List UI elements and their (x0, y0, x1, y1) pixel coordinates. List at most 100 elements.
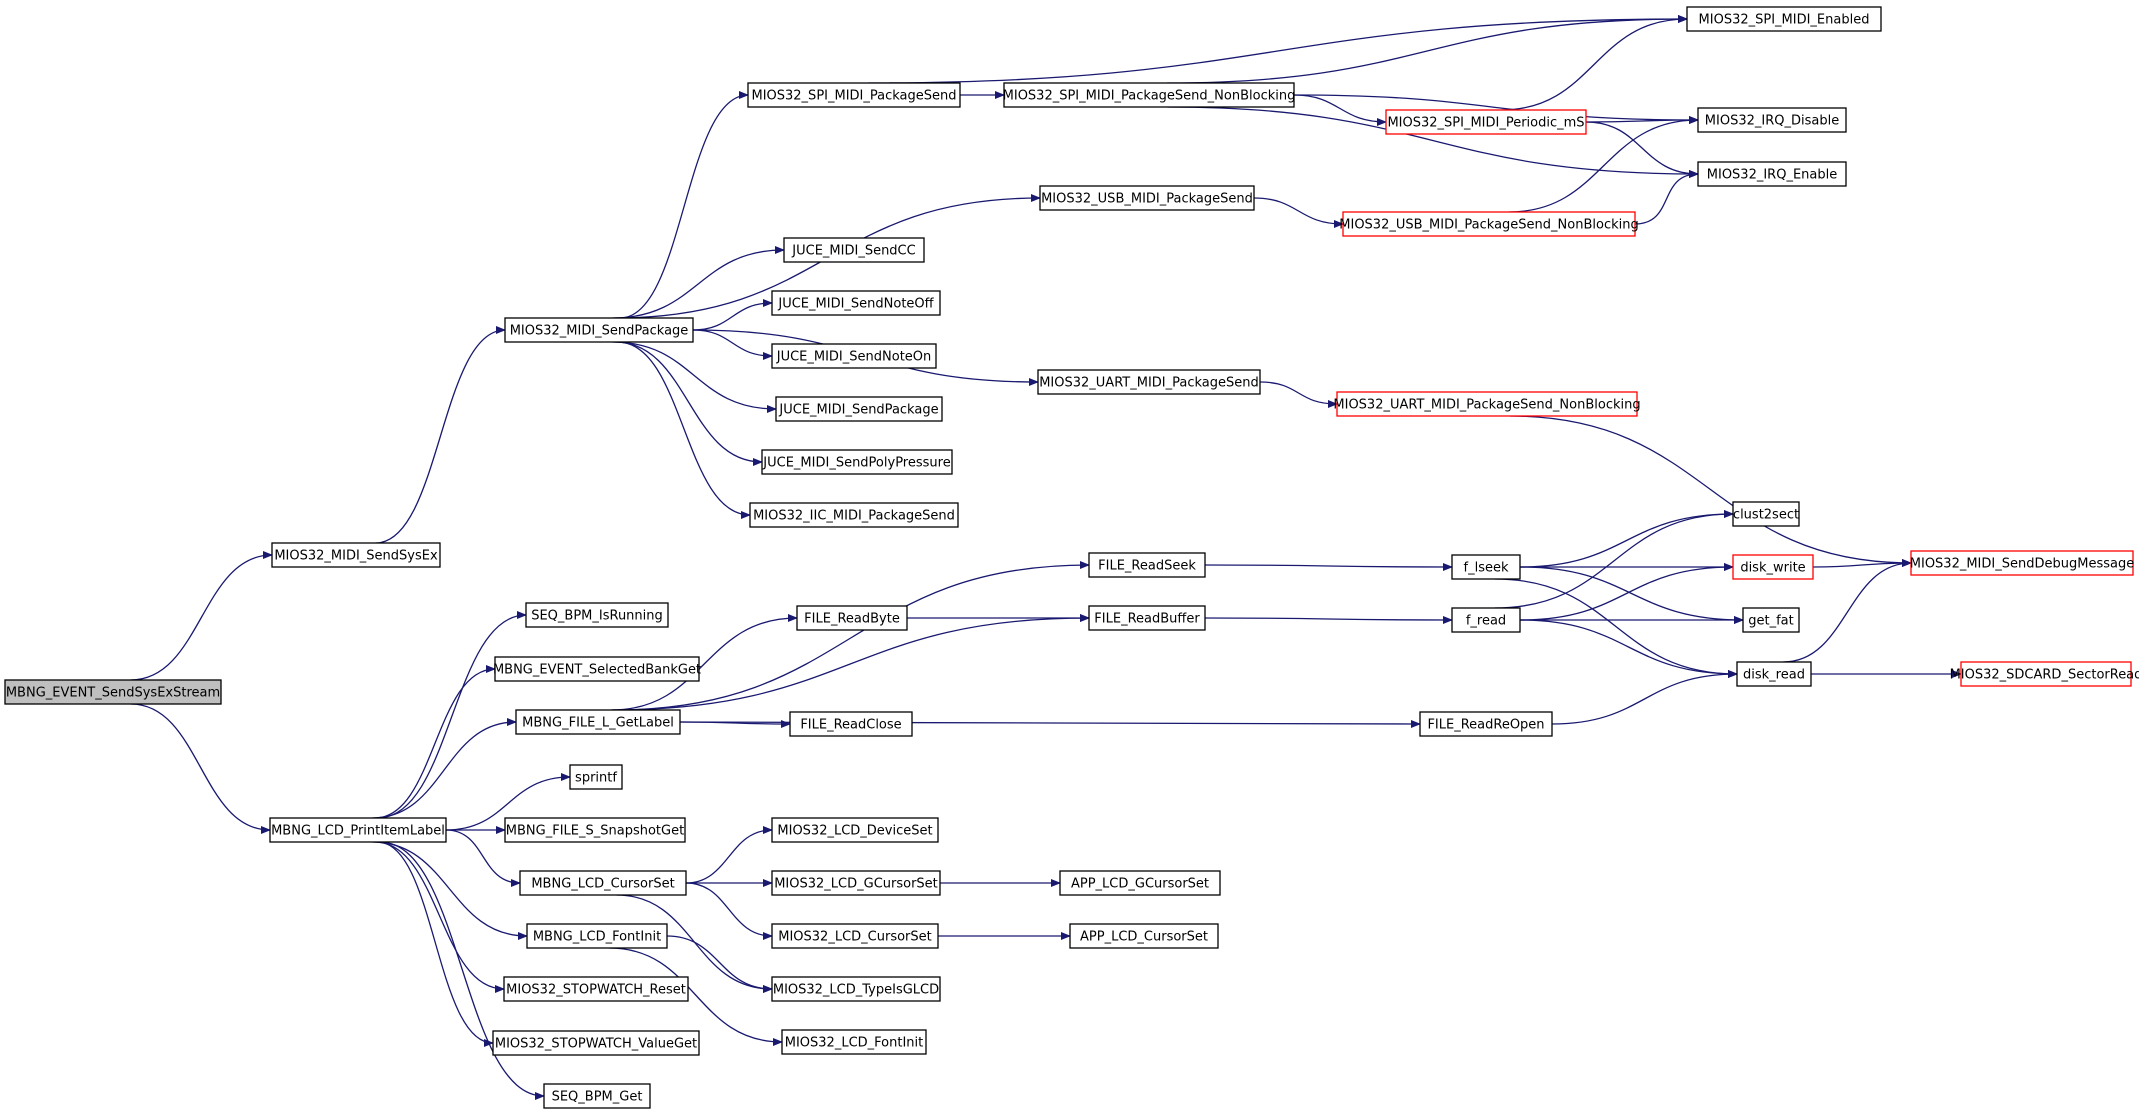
node-mbng-lcd-printitemlabel[interactable]: MBNG_LCD_PrintItemLabel (269, 817, 447, 843)
node-mbng-file-s-snapshotget[interactable]: MBNG_FILE_S_SnapshotGet (504, 817, 686, 843)
node-box[interactable] (1451, 607, 1521, 633)
node-box[interactable] (1697, 161, 1847, 187)
node-box[interactable] (1697, 107, 1847, 133)
node-mios32-midi-senddebugmessage[interactable]: MIOS32_MIDI_SendDebugMessage (1910, 550, 2134, 576)
node-box[interactable] (1960, 661, 2132, 687)
node-mios32-iic-midi-packagesend[interactable]: MIOS32_IIC_MIDI_PackageSend (749, 502, 959, 528)
node-mios32-lcd-deviceset[interactable]: MIOS32_LCD_DeviceSet (771, 817, 939, 843)
node-box[interactable] (771, 870, 941, 896)
node-mbng-event-selectedbankget[interactable]: MBNG_EVENT_SelectedBankGet (493, 656, 701, 682)
node-box[interactable] (1385, 109, 1587, 135)
node-box[interactable] (543, 1083, 651, 1109)
node-box[interactable] (796, 605, 908, 631)
node-box[interactable] (1686, 6, 1882, 32)
node-box[interactable] (747, 82, 961, 108)
node-juce-midi-sendnoteoff[interactable]: JUCE_MIDI_SendNoteOff (771, 290, 941, 316)
node-box[interactable] (1736, 661, 1812, 687)
node-box[interactable] (783, 237, 925, 263)
node-disk-write[interactable]: disk_write (1732, 554, 1814, 580)
node-box[interactable] (494, 656, 700, 682)
node-sprintf[interactable]: sprintf (569, 764, 623, 790)
node-disk-read[interactable]: disk_read (1736, 661, 1812, 687)
node-f-read[interactable]: f_read (1451, 607, 1521, 633)
node-box[interactable] (771, 817, 939, 843)
node-box[interactable] (515, 709, 681, 735)
node-box[interactable] (1037, 369, 1261, 395)
node-box[interactable] (1742, 607, 1800, 633)
node-box[interactable] (1910, 550, 2134, 576)
node-file-readclose[interactable]: FILE_ReadClose (789, 711, 913, 737)
node-box[interactable] (569, 764, 623, 790)
node-box[interactable] (1088, 552, 1206, 578)
node-mios32-uart-midi-packagesend-nonblocking[interactable]: MIOS32_UART_MIDI_PackageSend_NonBlocking (1333, 391, 1641, 417)
node-file-readreopen[interactable]: FILE_ReadReOpen (1419, 711, 1553, 737)
node-box[interactable] (503, 976, 689, 1002)
node-mios32-stopwatch-valueget[interactable]: MIOS32_STOPWATCH_ValueGet (492, 1030, 700, 1056)
node-mbng-event-sendsysexstream[interactable]: MBNG_EVENT_SendSysExStream (4, 679, 222, 705)
node-juce-midi-sendnoteon[interactable]: JUCE_MIDI_SendNoteOn (771, 343, 937, 369)
node-box[interactable] (771, 343, 937, 369)
node-mios32-sdcard-sectorread[interactable]: MIOS32_SDCARD_SectorRead (1950, 661, 2139, 687)
node-box[interactable] (1732, 554, 1814, 580)
node-mios32-spi-midi-packagesend-nonblocking[interactable]: MIOS32_SPI_MIDI_PackageSend_NonBlocking (1003, 82, 1296, 108)
node-mios32-spi-midi-periodic-ms[interactable]: MIOS32_SPI_MIDI_Periodic_mS (1385, 109, 1587, 135)
node-juce-midi-sendpackage[interactable]: JUCE_MIDI_SendPackage (775, 396, 943, 422)
node-seq-bpm-get[interactable]: SEQ_BPM_Get (543, 1083, 651, 1109)
node-get-fat[interactable]: get_fat (1742, 607, 1800, 633)
node-box[interactable] (526, 923, 668, 949)
node-box[interactable] (789, 711, 913, 737)
node-mios32-uart-midi-packagesend[interactable]: MIOS32_UART_MIDI_PackageSend (1037, 369, 1261, 395)
node-clust2sect[interactable]: clust2sect (1732, 501, 1800, 527)
node-mios32-spi-midi-enabled[interactable]: MIOS32_SPI_MIDI_Enabled (1686, 6, 1882, 32)
node-mios32-stopwatch-reset[interactable]: MIOS32_STOPWATCH_Reset (503, 976, 689, 1002)
node-box[interactable] (1059, 870, 1221, 896)
node-mbng-lcd-cursorset[interactable]: MBNG_LCD_CursorSet (519, 870, 687, 896)
node-box[interactable] (269, 817, 447, 843)
node-mios32-irq-enable[interactable]: MIOS32_IRQ_Enable (1697, 161, 1847, 187)
node-mios32-lcd-fontinit[interactable]: MIOS32_LCD_FontInit (781, 1029, 927, 1055)
node-box[interactable] (492, 1030, 700, 1056)
node-box[interactable] (781, 1029, 927, 1055)
node-box[interactable] (504, 817, 686, 843)
node-mios32-usb-midi-packagesend[interactable]: MIOS32_USB_MIDI_PackageSend (1039, 185, 1255, 211)
node-box[interactable] (1732, 501, 1800, 527)
node-file-readbyte[interactable]: FILE_ReadByte (796, 605, 908, 631)
node-file-readseek[interactable]: FILE_ReadSeek (1088, 552, 1206, 578)
node-box[interactable] (525, 602, 669, 628)
node-mios32-lcd-gcursorset[interactable]: MIOS32_LCD_GCursorSet (771, 870, 941, 896)
node-file-readbuffer[interactable]: FILE_ReadBuffer (1088, 605, 1206, 631)
node-app-lcd-gcursorset[interactable]: APP_LCD_GCursorSet (1059, 870, 1221, 896)
node-box[interactable] (1069, 923, 1219, 949)
node-app-lcd-cursorset[interactable]: APP_LCD_CursorSet (1069, 923, 1219, 949)
node-mios32-usb-midi-packagesend-nonblocking[interactable]: MIOS32_USB_MIDI_PackageSend_NonBlocking (1339, 211, 1639, 237)
node-box[interactable] (1419, 711, 1553, 737)
node-box[interactable] (761, 449, 953, 475)
node-box[interactable] (1003, 82, 1295, 108)
node-box[interactable] (271, 542, 441, 568)
node-mios32-irq-disable[interactable]: MIOS32_IRQ_Disable (1697, 107, 1847, 133)
node-box[interactable] (1088, 605, 1206, 631)
node-box[interactable] (4, 679, 222, 705)
node-box[interactable] (749, 502, 959, 528)
node-box[interactable] (771, 290, 941, 316)
node-mios32-midi-sendsysex[interactable]: MIOS32_MIDI_SendSysEx (271, 542, 441, 568)
node-box[interactable] (775, 396, 943, 422)
node-box[interactable] (1039, 185, 1255, 211)
node-mios32-midi-sendpackage[interactable]: MIOS32_MIDI_SendPackage (504, 317, 694, 343)
node-box[interactable] (519, 870, 687, 896)
node-seq-bpm-isrunning[interactable]: SEQ_BPM_IsRunning (525, 602, 669, 628)
node-mios32-spi-midi-packagesend[interactable]: MIOS32_SPI_MIDI_PackageSend (747, 82, 961, 108)
node-juce-midi-sendpolypressure[interactable]: JUCE_MIDI_SendPolyPressure (761, 449, 953, 475)
node-mios32-lcd-cursorset[interactable]: MIOS32_LCD_CursorSet (771, 923, 939, 949)
node-box[interactable] (504, 317, 694, 343)
node-box[interactable] (1342, 211, 1636, 237)
node-box[interactable] (771, 976, 941, 1002)
node-box[interactable] (771, 923, 939, 949)
node-mbng-lcd-fontinit[interactable]: MBNG_LCD_FontInit (526, 923, 668, 949)
node-box[interactable] (1451, 554, 1521, 580)
node-mbng-file-l-getlabel[interactable]: MBNG_FILE_L_GetLabel (515, 709, 681, 735)
node-mios32-lcd-typeisglcd[interactable]: MIOS32_LCD_TypeIsGLCD (771, 976, 941, 1002)
node-f-lseek[interactable]: f_lseek (1451, 554, 1521, 580)
node-juce-midi-sendcc[interactable]: JUCE_MIDI_SendCC (783, 237, 925, 263)
node-box[interactable] (1336, 391, 1638, 417)
